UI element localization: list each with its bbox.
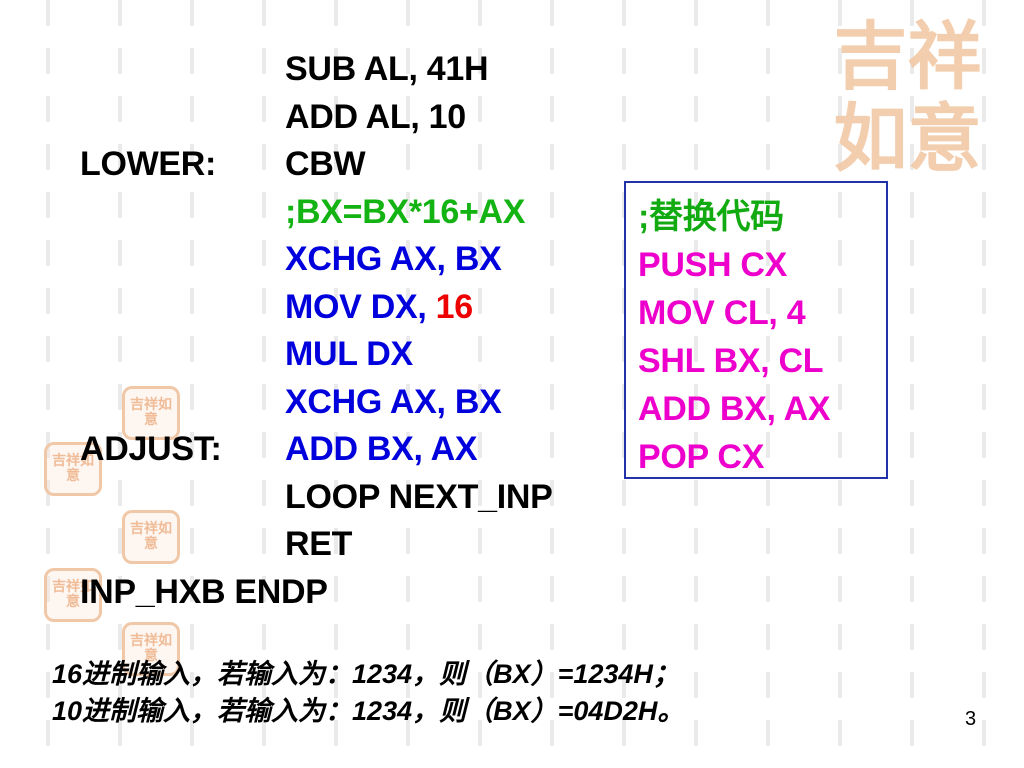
code-line: ;BX=BX*16+AX (285, 189, 553, 237)
code-line: XCHG AX, BX (285, 379, 553, 427)
code-line: XCHG AX, BX (285, 236, 553, 284)
decorative-seal-small: 吉祥如意 (44, 568, 102, 622)
code-line-text: ADD AL, 10 (285, 97, 466, 136)
code-block: SUB AL, 41H ADD AL, 10 CBW ;BX=BX*16+AX XCHG… (285, 46, 553, 569)
code-labels: LOWER: ADJUST: (80, 46, 222, 521)
page-number: 3 (965, 708, 977, 730)
replacement-line: MOV CL, 4 (638, 294, 806, 332)
code-line: SUB AL, 41H (285, 46, 553, 94)
code-line: ADD AL, 10 (285, 94, 553, 142)
note-dec: 10进制输入，若输入为：1234，则（BX）=04D2H。 (52, 696, 685, 726)
code-line-text: LOOP NEXT_INP (285, 477, 553, 516)
code-line: MOV DX, 16 (285, 284, 553, 332)
decorative-seal-small: 吉祥如意 (44, 442, 102, 496)
replacement-line: SHL BX, CL (638, 342, 824, 380)
code-line-text: XCHG AX, BX (285, 382, 502, 421)
code-line-text: ADD BX, AX (285, 430, 478, 468)
code-line: RET (285, 521, 553, 569)
decorative-seal-small: 吉祥如意 (122, 386, 180, 440)
code-line: MUL DX (285, 331, 553, 379)
code-line: ADD BX, AX (285, 426, 553, 474)
replacement-line: ADD BX, AX (638, 390, 831, 428)
decorative-seal-small: 吉祥如意 (122, 510, 180, 564)
decorative-seal: 吉祥如意 (833, 13, 982, 182)
code-line-text: CBW (285, 145, 366, 183)
label-empty (80, 284, 221, 332)
replacement-lines: PUSH CX MOV CL, 4 SHL BX, CL ADD BX, AX POP … (638, 241, 886, 481)
code-line-text: ;BX=BX*16+AX (285, 192, 526, 231)
replacement-line: PUSH CX (638, 246, 788, 284)
note-hex: 16进制输入，若输入为：1234，则（BX）=1234H； (52, 659, 680, 689)
code-line-text: XCHG AX, BX (285, 240, 502, 278)
code-line-text: SUB AL, 41H (285, 50, 489, 88)
label-lower: LOWER: (80, 145, 217, 183)
replacement-comment: ;替换代码 (638, 198, 784, 236)
replacement-code-box: ;替换代码 PUSH CX MOV CL, 4 SHL BX, CL ADD BX, … (624, 181, 888, 479)
proc-end-label: INP_HXB ENDP (80, 573, 328, 611)
code-line-text: MUL DX (285, 335, 413, 373)
code-line-text: RET (285, 525, 353, 563)
label-adjust: ADJUST: (80, 430, 222, 468)
code-line-literal: 16 (435, 287, 474, 326)
code-line: CBW (285, 141, 553, 189)
code-line: LOOP NEXT_INP (285, 474, 553, 522)
replacement-line: POP CX (638, 438, 765, 476)
code-line-text: MOV DX, (285, 287, 436, 326)
decorative-seal-small: 吉祥如意 (122, 622, 180, 676)
notes: 16进制输入，若输入为：1234，则（BX）=1234H； 10进制输入，若输入… (52, 656, 684, 730)
